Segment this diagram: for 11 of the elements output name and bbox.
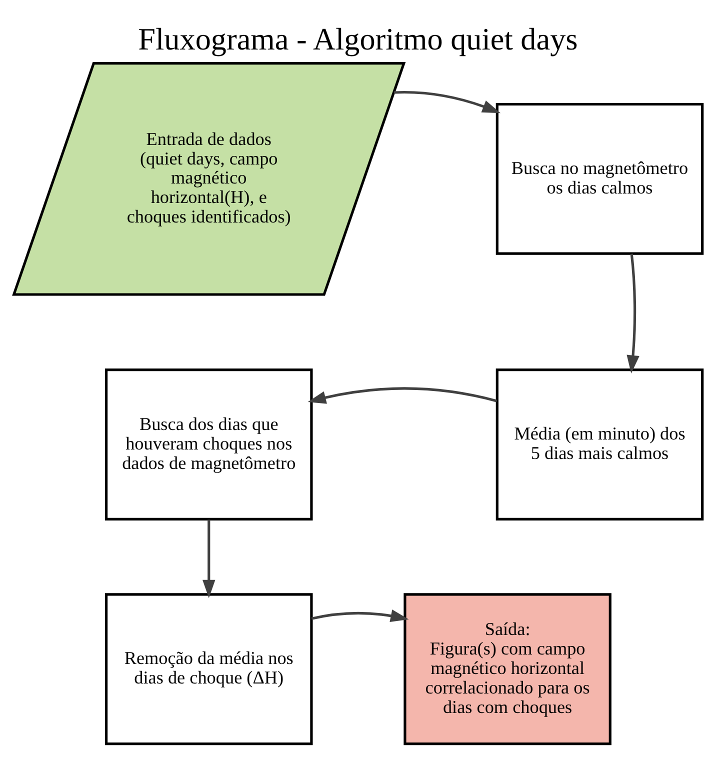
node-box: Saída: Figura(s) com campo magnético horizontal correlacionado para os dias com choques: [404, 592, 612, 745]
diagram-title: Fluxograma - Algoritmo quiet days: [138, 20, 578, 56]
arrow: [308, 386, 498, 404]
node-box: Remoção da média nos dias de choque (ΔH): [105, 592, 313, 745]
node-box: Média (em minuto) dos 5 dias mais calmos: [496, 368, 704, 520]
arrow: [202, 519, 216, 598]
arrow: [394, 90, 501, 113]
node-box: Busca no magnetômetro os dias calmos: [496, 102, 704, 254]
arrow: [626, 253, 640, 374]
arrow: [311, 609, 409, 622]
node-box: Busca dos dias que houveram choques nos dados de magnetômetro: [105, 368, 313, 520]
